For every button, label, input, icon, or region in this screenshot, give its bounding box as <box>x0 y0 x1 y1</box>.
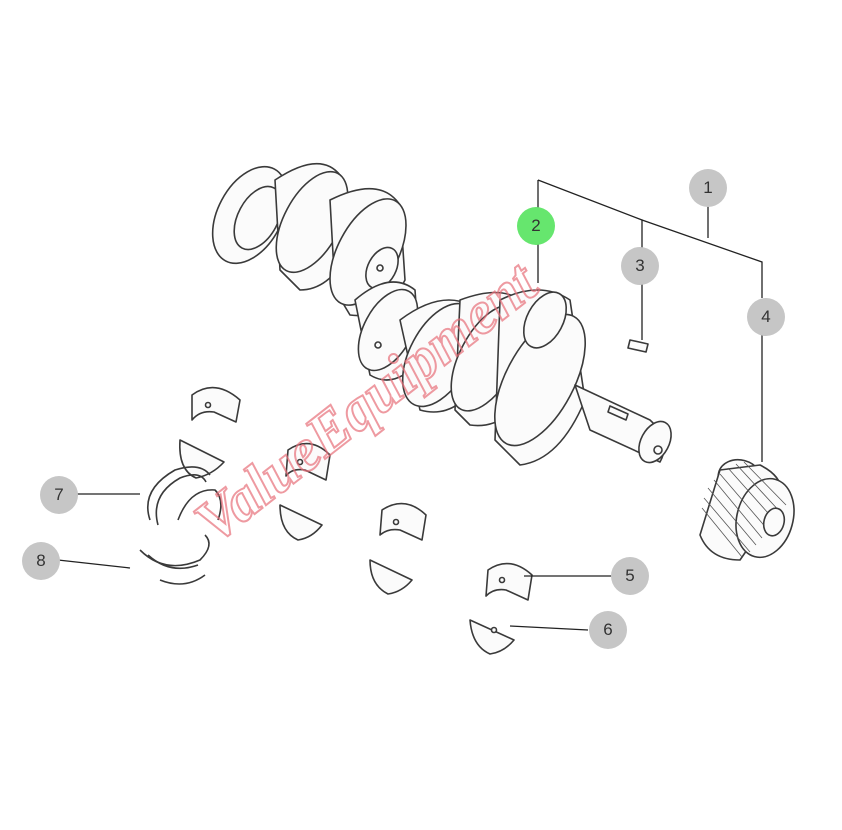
callout-7[interactable]: 7 <box>40 476 78 514</box>
callout-4[interactable]: 4 <box>747 298 785 336</box>
thrust-washers[interactable] <box>139 466 222 585</box>
callout-7-label: 7 <box>54 485 64 504</box>
callout-1[interactable]: 1 <box>689 169 727 207</box>
key[interactable] <box>627 339 649 353</box>
callout-1-label: 1 <box>703 178 713 197</box>
main-bearing[interactable] <box>469 562 533 655</box>
callout-6-label: 6 <box>603 620 613 639</box>
bearing-set-c[interactable] <box>369 502 427 595</box>
crankshaft[interactable] <box>197 154 677 468</box>
callout-6[interactable]: 6 <box>589 611 627 649</box>
callout-3[interactable]: 3 <box>621 247 659 285</box>
callout-3-label: 3 <box>635 256 645 275</box>
callout-2-label: 2 <box>531 216 541 235</box>
callout-2[interactable]: 2 <box>517 207 555 245</box>
callout-5-label: 5 <box>625 566 635 585</box>
callout-4-label: 4 <box>761 307 771 326</box>
callout-5[interactable]: 5 <box>611 557 649 595</box>
crankshaft-gear[interactable] <box>699 455 802 564</box>
bearing-set-b[interactable] <box>279 442 331 541</box>
bearing-set-a[interactable] <box>179 386 241 479</box>
leader-lines <box>57 179 763 631</box>
callout-8[interactable]: 8 <box>22 542 60 580</box>
callout-8-label: 8 <box>36 551 46 570</box>
